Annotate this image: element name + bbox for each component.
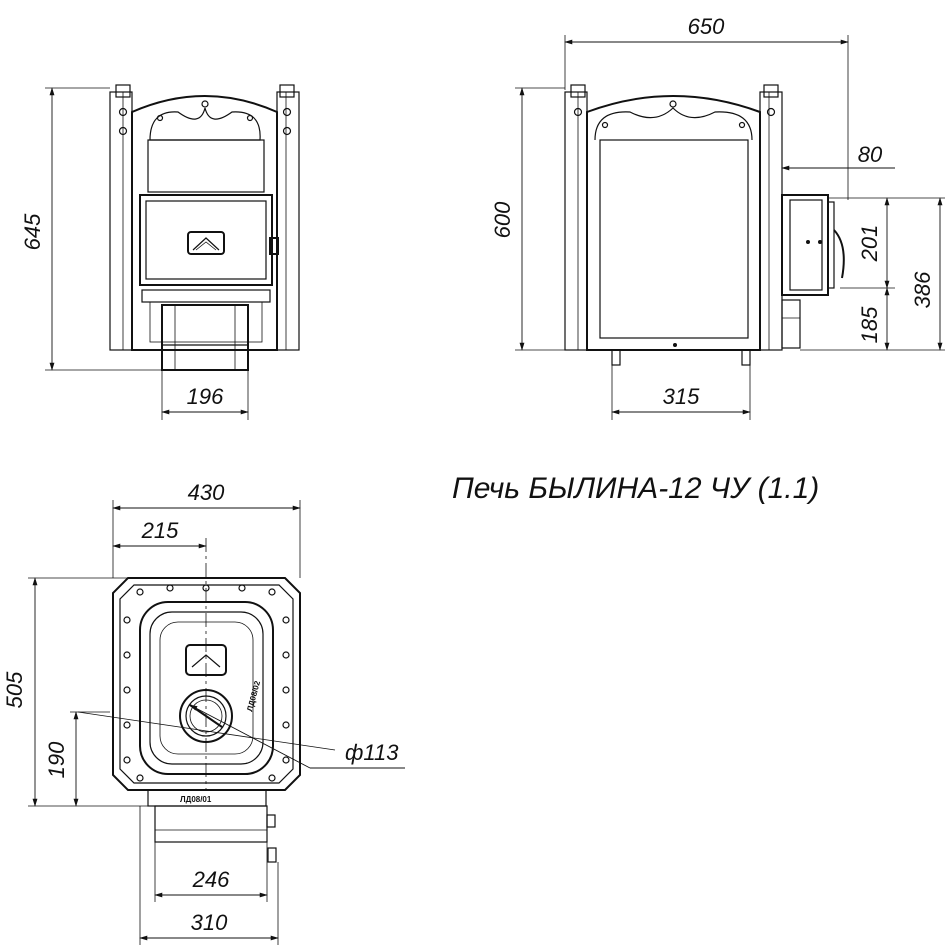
top-outer-width-label: 310 (191, 910, 228, 935)
front-crest (149, 107, 261, 141)
side-offset-label: 80 (858, 142, 883, 167)
side-view: 650 80 600 315 201 185 386 (490, 14, 945, 420)
front-flue-pipe (161, 304, 249, 371)
top-marking-side: ЛД08/02 (245, 679, 262, 712)
door-logo-plate (187, 231, 225, 255)
side-door-height-label: 201 (857, 225, 882, 263)
drawing-title: Печь БЫЛИНА-12 ЧУ (1.1) (452, 472, 819, 505)
front-view: 645 196 (20, 84, 300, 420)
top-flue-offset-label: 190 (44, 741, 69, 778)
top-outer-plate (112, 577, 301, 791)
side-base-label: 315 (663, 384, 700, 409)
top-bolt-holes (123, 584, 290, 782)
front-body (131, 95, 278, 351)
side-right-rail (759, 91, 783, 351)
front-door (139, 194, 273, 286)
top-half-width-label: 215 (141, 518, 179, 543)
top-width-label: 430 (188, 480, 225, 505)
front-upper-lattice (147, 139, 265, 193)
top-flue-diameter-label: ф113 (345, 740, 399, 765)
side-left-rail (564, 91, 588, 351)
front-left-rail (109, 91, 133, 351)
top-firebox (139, 601, 274, 775)
front-height-label: 645 (20, 213, 45, 250)
side-door-bottom-label: 185 (857, 306, 882, 343)
side-door-handle (833, 229, 845, 279)
top-depth-label: 505 (2, 671, 27, 708)
top-view: ЛД08/02 ЛД08/01 430 215 505 190 ф113 (2, 480, 405, 945)
front-right-rail (276, 91, 300, 351)
side-body (586, 95, 761, 351)
top-inner-width-label: 246 (192, 867, 230, 892)
side-fire-tunnel (781, 194, 829, 296)
front-flue-width-label: 196 (187, 384, 224, 409)
side-crest (594, 107, 753, 141)
side-width-label: 650 (688, 14, 725, 39)
door-handle (269, 237, 279, 255)
side-height-label: 600 (490, 201, 515, 238)
top-fire-tunnel (154, 805, 268, 843)
side-door-total-label: 386 (910, 271, 935, 308)
top-marking-front: ЛД08/01 (180, 795, 212, 804)
side-lattice-panel (599, 139, 749, 339)
